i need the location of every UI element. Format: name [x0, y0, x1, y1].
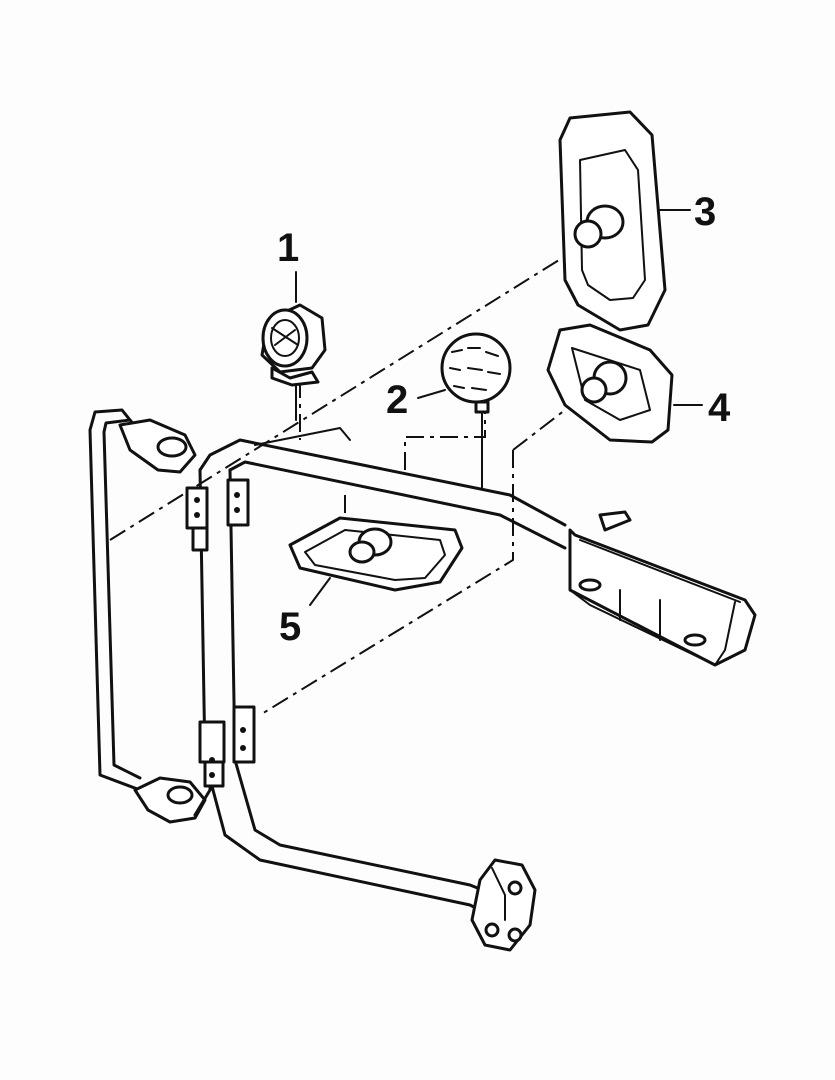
- part-1-round-lamp: [260, 303, 327, 421]
- main-frame-tube: [198, 427, 567, 920]
- leader-lines: [295, 209, 703, 606]
- outer-support-rod: [88, 408, 212, 824]
- part-2-globe-lamp: [440, 332, 512, 489]
- part-5-center-mirror: [288, 516, 464, 592]
- callout-4: 4: [708, 386, 731, 430]
- mounting-bracket: [568, 510, 757, 667]
- callout-1: 1: [277, 226, 300, 270]
- part-3-large-mirror: [558, 110, 667, 332]
- callout-2: 2: [386, 378, 409, 422]
- callout-5: 5: [279, 605, 302, 649]
- bottom-bracket: [470, 858, 537, 952]
- part-4-small-mirror: [546, 323, 674, 444]
- callout-3: 3: [694, 190, 717, 234]
- upper-clamps: [185, 478, 250, 552]
- lower-clamps: [198, 705, 256, 788]
